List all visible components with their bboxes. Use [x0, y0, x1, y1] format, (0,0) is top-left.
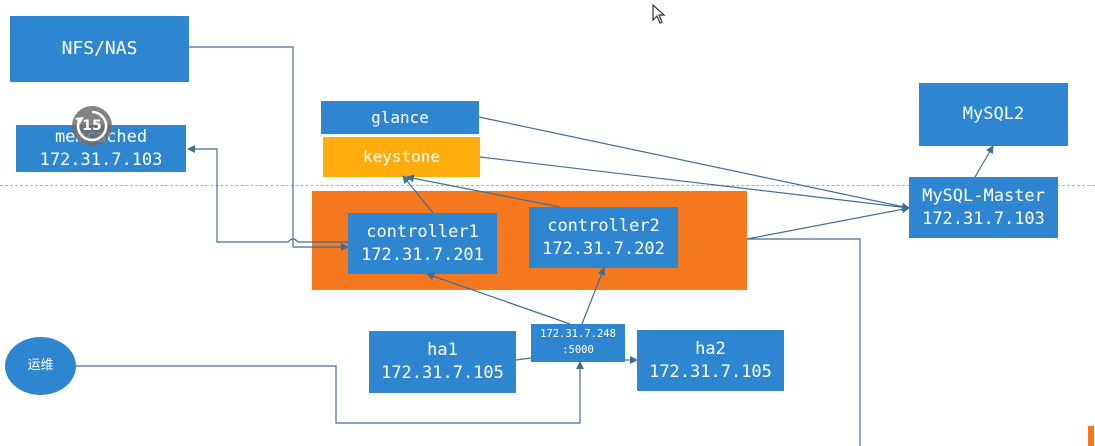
controller2-label: controller2 — [547, 215, 660, 236]
vip-box[interactable]: 172.31.7.248 :5000 — [531, 324, 625, 362]
glance-box[interactable]: glance — [321, 101, 479, 134]
ops-label: 运维 — [27, 358, 54, 374]
mysql-master-label: MySQL-Master — [922, 185, 1045, 206]
controller2-box[interactable]: controller2 172.31.7.202 — [529, 207, 678, 268]
keystone-label: keystone — [362, 147, 441, 167]
separator-line — [0, 185, 1095, 186]
controller1-memcached-line — [187, 145, 348, 243]
ops-vip-line — [76, 361, 584, 424]
controller2-ip: 172.31.7.202 — [542, 238, 665, 259]
mouse-cursor-icon — [652, 4, 666, 24]
controller1-ip: 172.31.7.201 — [361, 244, 484, 265]
ha1-label: ha1 — [427, 340, 458, 361]
mysql-replication-line — [974, 145, 994, 178]
keystone-mysql-line — [479, 156, 910, 212]
ha2-ip: 172.31.7.105 — [649, 361, 772, 382]
glance-label: glance — [371, 107, 429, 127]
vip-controller2-line — [581, 267, 606, 325]
replay-circle-icon — [72, 106, 112, 146]
cluster-mysql-line — [746, 205, 910, 240]
nfs-nas-label: NFS/NAS — [61, 37, 138, 59]
keystone-box[interactable]: keystone — [323, 137, 480, 177]
ha1-ip: 172.31.7.105 — [381, 363, 504, 383]
controller1-box[interactable]: controller1 172.31.7.201 — [348, 213, 497, 274]
ha1-vip-line — [515, 357, 532, 361]
orange-edge-marker — [1088, 426, 1094, 446]
controller2-keystone-line — [406, 174, 561, 208]
mysql-master-ip: 172.31.7.103 — [922, 208, 1045, 229]
glance-mysql-line — [478, 116, 910, 211]
nfs-nas-box[interactable]: NFS/NAS — [10, 16, 189, 82]
mysql2-label: MySQL2 — [962, 104, 1025, 125]
mysql2-box[interactable]: MySQL2 — [919, 83, 1068, 146]
replay-15-icon[interactable]: 15 — [70, 104, 114, 148]
replay-seconds: 15 — [82, 118, 102, 134]
controller1-label: controller1 — [366, 221, 479, 242]
ops-circle[interactable]: 运维 — [5, 337, 76, 395]
ha2-label: ha2 — [695, 338, 726, 359]
cluster-down-line — [747, 238, 861, 446]
ha1-box[interactable]: ha1 172.31.7.105 — [369, 331, 516, 393]
nfs-controller1-line — [189, 46, 349, 251]
vip-controller1-line — [426, 272, 571, 325]
vip-address: 172.31.7.248 — [540, 328, 616, 341]
vip-port: :5000 — [562, 344, 594, 356]
mysql-master-box[interactable]: MySQL-Master 172.31.7.103 — [909, 177, 1058, 238]
ha2-box[interactable]: ha2 172.31.7.105 — [637, 330, 784, 391]
memcached-ip: 172.31.7.103 — [39, 149, 163, 170]
